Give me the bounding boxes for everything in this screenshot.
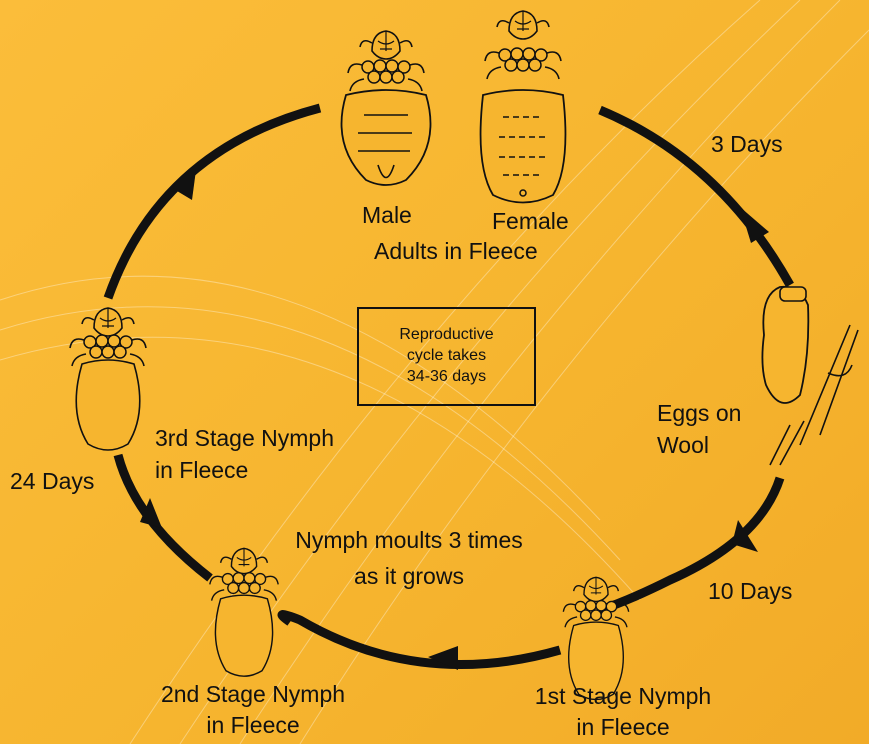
nymph2-icon [210,548,278,676]
nymph2-label-line2: in Fleece [118,712,388,738]
nymph1-label-line2: in Fleece [488,714,758,740]
male-label: Male [362,202,412,228]
moults-label-line1: Nymph moults 3 times [274,527,544,553]
cycle-duration-box: Reproductive cycle takes 34-36 days [357,307,536,406]
arc-nymph3-to-adults [108,108,320,298]
male-louse-icon [342,31,431,185]
nymph2-label-line1: 2nd Stage Nymph [118,681,388,707]
days-24-label: 24 Days [10,468,94,494]
eggs-label-line1: Eggs on [657,400,741,426]
days-10-label: 10 Days [708,578,792,604]
female-label: Female [492,208,569,234]
moults-label-line2: as it grows [274,563,544,589]
arc-nymph1-to-nymph2 [282,614,560,664]
egg-icon [762,287,858,465]
nymph3-label-line1: 3rd Stage Nymph [155,425,334,451]
nymph3-icon [70,308,146,450]
nymph3-label-line2: in Fleece [155,457,248,483]
female-louse-icon [481,11,566,203]
nymph1-label-line1: 1st Stage Nymph [488,683,758,709]
days-3-label: 3 Days [711,131,783,157]
cycle-duration-text: Reproductive cycle takes 34-36 days [399,325,493,387]
adults-label: Adults in Fleece [374,238,538,264]
eggs-label-line2: Wool [657,432,709,458]
nymph1-icon [563,577,628,699]
